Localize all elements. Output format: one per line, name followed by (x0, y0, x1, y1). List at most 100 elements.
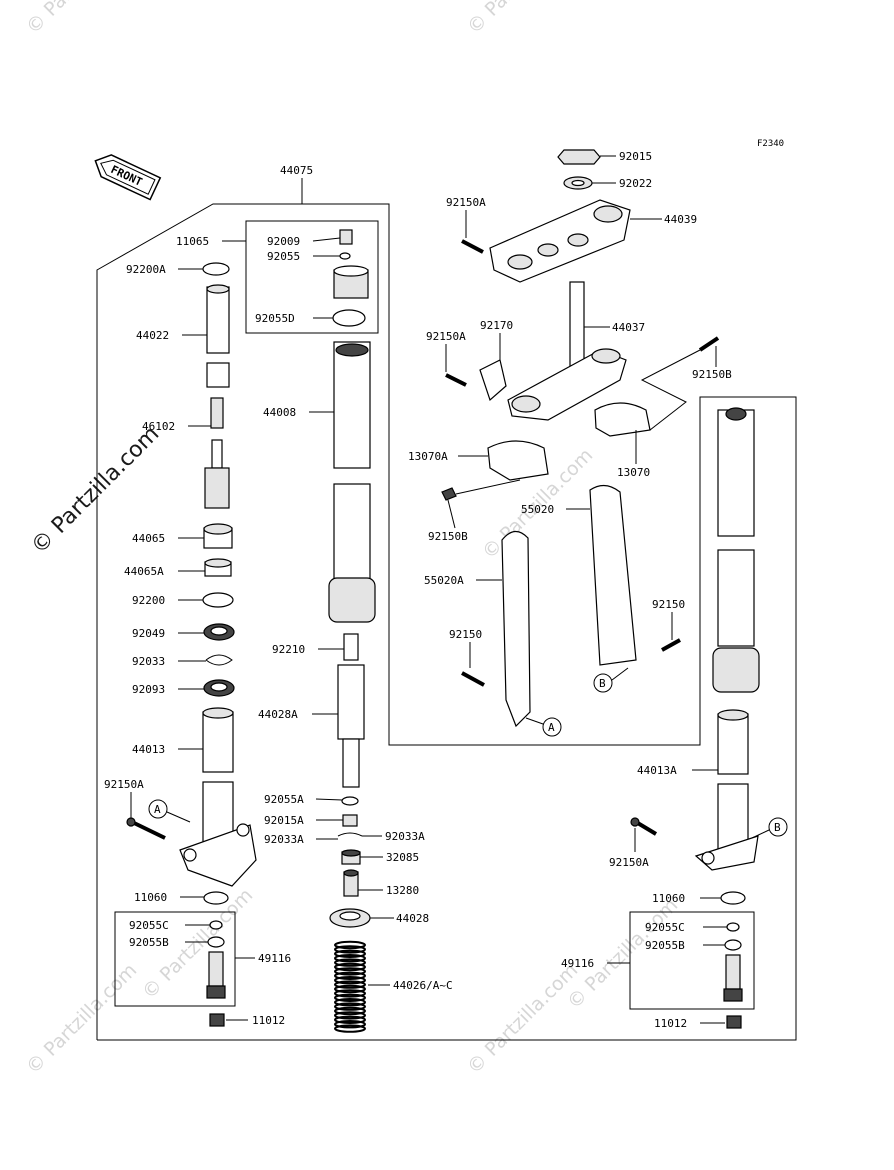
part-92170[interactable] (479, 359, 507, 402)
label-92150A-top[interactable]: 92150A (446, 196, 486, 209)
label-92015[interactable]: 92015 (619, 150, 652, 163)
label-55020[interactable]: 55020 (521, 503, 554, 516)
label-92033A-right[interactable]: 92033A (385, 830, 425, 843)
label-55020A[interactable]: 55020A (424, 574, 464, 587)
part-92210[interactable] (343, 633, 359, 661)
part-32085[interactable] (341, 849, 361, 865)
label-92170[interactable]: 92170 (480, 319, 513, 332)
label-92055C-left[interactable]: 92055C (129, 919, 169, 932)
part-92150A-left[interactable] (126, 817, 166, 840)
part-49116-right[interactable] (723, 954, 743, 1002)
part-92150B-right[interactable] (640, 336, 720, 431)
part-92055C-right[interactable] (726, 922, 740, 932)
label-92015A[interactable]: 92015A (264, 814, 304, 827)
part-92022[interactable] (563, 176, 593, 190)
label-46102[interactable]: 46102 (142, 420, 175, 433)
label-44065[interactable]: 44065 (132, 532, 165, 545)
part-92049[interactable] (203, 623, 235, 641)
label-44008[interactable]: 44008 (263, 406, 296, 419)
part-92150-left[interactable] (461, 671, 485, 687)
label-92033[interactable]: 92033 (132, 655, 165, 668)
part-92055C-left[interactable] (209, 920, 223, 930)
part-92200[interactable] (202, 592, 234, 608)
part-44039[interactable] (489, 199, 631, 283)
part-92150A-mid[interactable] (445, 373, 467, 387)
label-49116-right[interactable]: 49116 (561, 957, 594, 970)
label-44075[interactable]: 44075 (280, 164, 313, 177)
label-11012-right[interactable]: 11012 (654, 1017, 687, 1030)
label-44028[interactable]: 44028 (396, 912, 429, 925)
part-44065[interactable] (203, 523, 233, 549)
label-92049[interactable]: 92049 (132, 627, 165, 640)
part-92055[interactable] (339, 252, 351, 260)
part-cap-bolt[interactable] (333, 265, 369, 299)
part-92015A[interactable] (342, 814, 358, 827)
label-13280[interactable]: 13280 (386, 884, 419, 897)
label-13070A[interactable]: 13070A (408, 450, 448, 463)
label-44028A[interactable]: 44028A (258, 708, 298, 721)
part-13070[interactable] (594, 402, 651, 437)
part-44013A[interactable] (694, 709, 759, 871)
part-44022[interactable] (206, 284, 230, 388)
label-92055A[interactable]: 92055A (264, 793, 304, 806)
label-13070[interactable]: 13070 (617, 466, 650, 479)
part-13070A[interactable] (487, 440, 549, 481)
label-32085[interactable]: 32085 (386, 851, 419, 864)
label-92009[interactable]: 92009 (267, 235, 300, 248)
label-92150A-right[interactable]: 92150A (609, 856, 649, 869)
label-92055D[interactable]: 92055D (255, 312, 295, 325)
part-92093[interactable] (203, 679, 235, 697)
part-55020A[interactable] (501, 530, 531, 728)
label-92055B-left[interactable]: 92055B (129, 936, 169, 949)
label-11060-right[interactable]: 11060 (652, 892, 685, 905)
part-46102[interactable] (204, 397, 230, 509)
label-44039[interactable]: 44039 (664, 213, 697, 226)
part-92150-right[interactable] (661, 638, 681, 652)
part-92015[interactable] (557, 149, 601, 165)
label-92033A-left[interactable]: 92033A (264, 833, 304, 846)
part-right-fork-tube[interactable] (712, 407, 760, 693)
label-92150-right[interactable]: 92150 (652, 598, 685, 611)
label-49116-left[interactable]: 49116 (258, 952, 291, 965)
part-92055B-left[interactable] (207, 936, 225, 948)
part-92055B-right[interactable] (724, 939, 742, 951)
label-44022[interactable]: 44022 (136, 329, 169, 342)
part-55020[interactable] (589, 484, 637, 666)
part-44028[interactable] (329, 908, 371, 928)
part-92009[interactable] (339, 229, 353, 245)
label-11060-left[interactable]: 11060 (134, 891, 167, 904)
label-92093[interactable]: 92093 (132, 683, 165, 696)
label-92055[interactable]: 92055 (267, 250, 300, 263)
label-44013A[interactable]: 44013A (637, 764, 677, 777)
part-13280[interactable] (343, 869, 359, 897)
label-92055C-right[interactable]: 92055C (645, 921, 685, 934)
label-92150B-right[interactable]: 92150B (692, 368, 732, 381)
label-92150-left[interactable]: 92150 (449, 628, 482, 641)
label-92200[interactable]: 92200 (132, 594, 165, 607)
label-11012-left[interactable]: 11012 (252, 1014, 285, 1027)
part-11060-right[interactable] (720, 891, 746, 905)
part-92200A[interactable] (202, 262, 230, 276)
part-44008[interactable] (328, 341, 376, 623)
part-92033A[interactable] (337, 832, 363, 837)
label-92022[interactable]: 92022 (619, 177, 652, 190)
part-92150A-top[interactable] (461, 239, 484, 254)
part-11012-right[interactable] (726, 1015, 742, 1029)
part-11012-left[interactable] (209, 1013, 225, 1027)
part-44037[interactable] (507, 281, 627, 421)
label-44026[interactable]: 44026/A~C (393, 979, 453, 992)
part-92055D[interactable] (332, 309, 366, 327)
part-44028A[interactable] (337, 664, 365, 788)
label-92200A[interactable]: 92200A (126, 263, 166, 276)
part-92055A[interactable] (341, 796, 359, 806)
label-44037[interactable]: 44037 (612, 321, 645, 334)
part-92033[interactable] (205, 654, 233, 666)
part-49116-left[interactable] (206, 951, 226, 999)
label-92150A-mid[interactable]: 92150A (426, 330, 466, 343)
part-44065A[interactable] (204, 558, 232, 577)
part-44013[interactable] (179, 707, 257, 887)
label-92055B-right[interactable]: 92055B (645, 939, 685, 952)
label-92210[interactable]: 92210 (272, 643, 305, 656)
label-92150B-mid[interactable]: 92150B (428, 530, 468, 543)
part-92150B-mid[interactable] (441, 479, 521, 529)
